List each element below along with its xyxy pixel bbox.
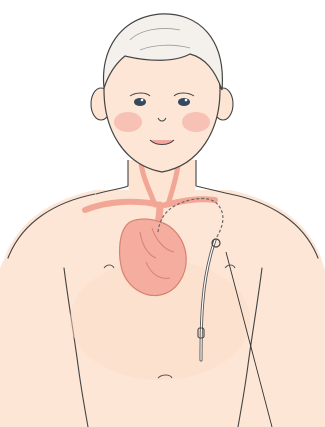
- head: [91, 14, 233, 172]
